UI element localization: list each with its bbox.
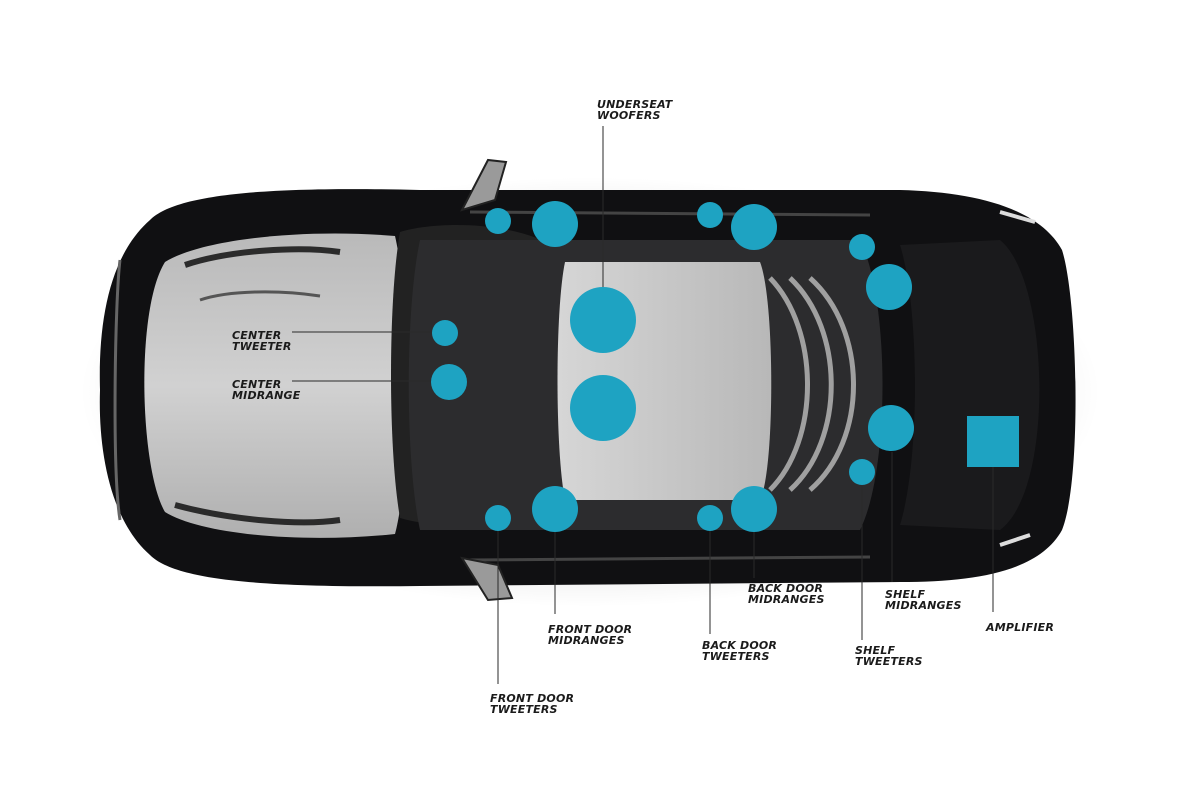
label-center-tweeter: CENTER TWEETER	[232, 329, 292, 353]
label-amplifier: AMPLIFIER	[986, 621, 1055, 634]
label-back-door-tweeters: BACK DOOR TWEETERS	[702, 639, 778, 663]
shelf-midrange-right	[868, 405, 914, 451]
back-door-midrange-left	[731, 204, 777, 250]
shelf-tweeter-right	[849, 459, 875, 485]
center-midrange-speaker	[431, 364, 467, 400]
shelf-midrange-left	[866, 264, 912, 310]
front-door-tweeter-right	[485, 505, 511, 531]
label-shelf-tweeters: SHELF TWEETERS	[855, 644, 923, 668]
speakers	[431, 201, 1019, 532]
front-door-midrange-left	[532, 201, 578, 247]
car-hood	[144, 233, 408, 538]
back-door-tweeter-left	[697, 202, 723, 228]
front-door-tweeter-left	[485, 208, 511, 234]
left-mirror	[460, 158, 508, 212]
underseat-woofer-front	[570, 287, 636, 353]
center-tweeter-speaker	[432, 320, 458, 346]
shelf-tweeter-left	[849, 234, 875, 260]
label-shelf-midranges: SHELF MIDRANGES	[885, 588, 962, 612]
label-front-door-midranges: FRONT DOOR MIDRANGES	[548, 623, 633, 647]
leader-lines	[292, 126, 994, 684]
label-underseat-woofers: UNDERSEAT WOOFERS	[597, 98, 673, 122]
right-mirror	[459, 556, 514, 602]
back-door-midrange-right	[731, 486, 777, 532]
label-center-midrange: CENTER MIDRANGE	[232, 378, 301, 402]
rear-deck	[900, 240, 1040, 530]
front-door-midrange-right	[532, 486, 578, 532]
label-front-door-tweeters: FRONT DOOR TWEETERS	[490, 692, 575, 716]
underseat-woofer-rear	[570, 375, 636, 441]
back-door-tweeter-right	[697, 505, 723, 531]
amplifier-unit	[967, 416, 1019, 467]
label-back-door-midranges: BACK DOOR MIDRANGES	[748, 582, 825, 606]
